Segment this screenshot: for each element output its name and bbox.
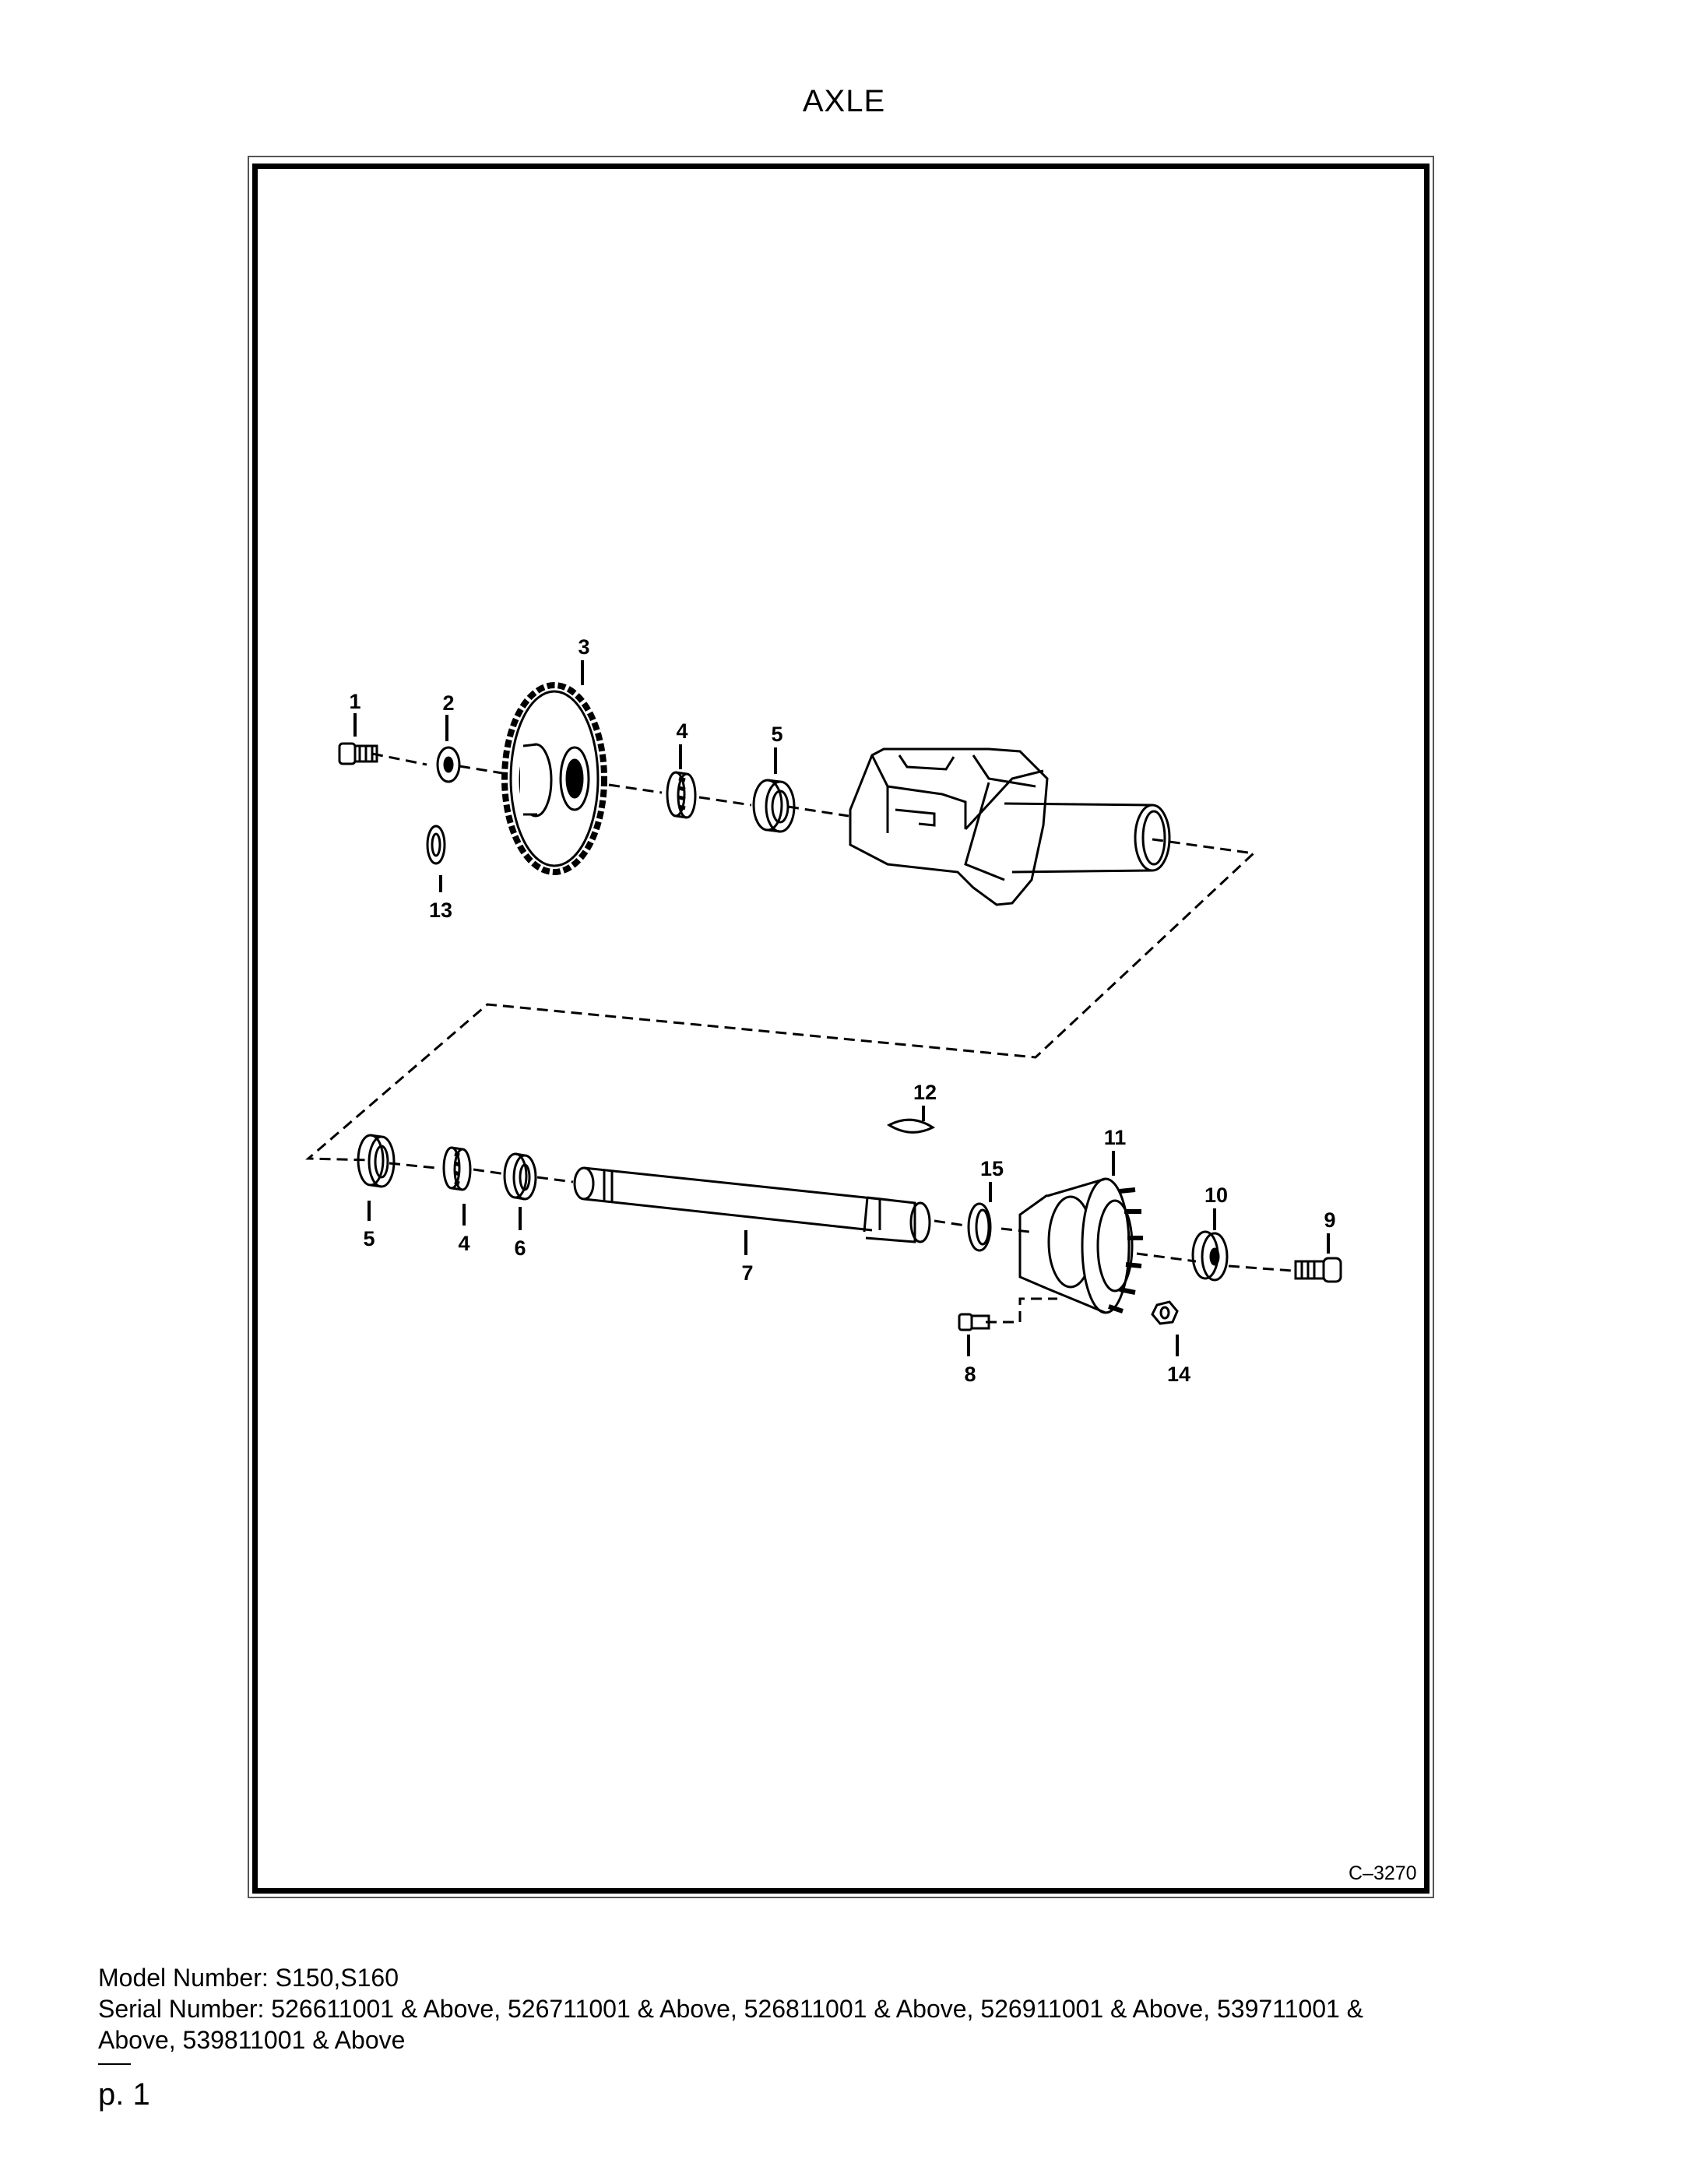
part-9-bolt	[1294, 1257, 1342, 1283]
part-3-sprocket	[501, 682, 607, 875]
part-12-key	[886, 1118, 936, 1134]
part-5-bearing-cup	[752, 779, 796, 833]
footer-info: Model Number: S150,S160 Serial Number: 5…	[98, 1962, 1577, 2056]
callout-1: 1	[349, 690, 360, 713]
part-6-seal	[503, 1152, 537, 1201]
callout-14: 14	[1167, 1363, 1190, 1386]
part-8-stud	[958, 1313, 990, 1331]
callout-13: 13	[429, 899, 452, 922]
callout-12: 12	[913, 1081, 937, 1104]
callout-7: 7	[741, 1261, 753, 1285]
part-10-washer	[1191, 1230, 1229, 1282]
chaincase-housing	[849, 747, 1171, 906]
part-4-bearing-lower	[442, 1146, 472, 1191]
callout-8: 8	[964, 1363, 976, 1386]
assembly-lines	[305, 752, 1293, 1324]
divider	[98, 2063, 131, 2065]
model-number: Model Number: S150,S160	[98, 1964, 399, 1992]
callout-4-lower: 4	[458, 1232, 469, 1255]
page-number: p. 1	[98, 2077, 150, 2112]
part-5-bearing-cup-lower	[357, 1134, 396, 1188]
part-11-hub	[1018, 1177, 1143, 1314]
part-1-bolt	[338, 742, 378, 765]
callout-11: 11	[1104, 1126, 1127, 1149]
part-14-nut	[1151, 1300, 1179, 1325]
serial-number-continued: Above, 539811001 & Above	[98, 2026, 406, 2054]
callout-10: 10	[1204, 1183, 1228, 1207]
page-title: AXLE	[802, 84, 886, 118]
callout-2: 2	[442, 691, 454, 715]
callout-5-lower: 5	[363, 1227, 375, 1250]
part-2-washer	[436, 746, 461, 783]
figure-code: C–3270	[1349, 1862, 1417, 1884]
serial-number: Serial Number: 526611001 & Above, 526711…	[98, 1995, 1364, 2023]
callout-4: 4	[676, 719, 688, 743]
part-7-axle-shaft	[573, 1166, 931, 1243]
callout-5: 5	[771, 723, 782, 746]
part-4-bearing	[666, 771, 697, 819]
figure-frame	[252, 164, 1430, 1894]
part-13-seal	[426, 825, 446, 865]
leader-lines	[353, 660, 1330, 1356]
callout-9: 9	[1324, 1208, 1335, 1232]
callout-15: 15	[980, 1157, 1004, 1180]
callout-3: 3	[578, 635, 589, 659]
figure-frame-outer	[248, 156, 1434, 1898]
part-15-ring	[967, 1202, 992, 1252]
callout-6: 6	[514, 1236, 526, 1260]
